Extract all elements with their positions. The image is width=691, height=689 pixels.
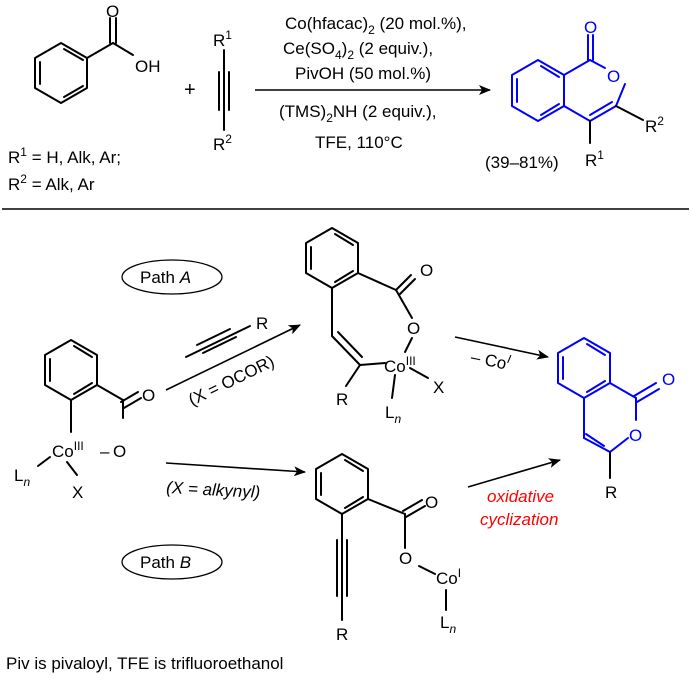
intermediate-b-ligand: Ln <box>440 613 456 636</box>
final-carbonyl-oxygen: O <box>662 370 675 389</box>
start-benzene-ring <box>44 339 98 401</box>
footnote-caption: Piv is pivaloyl, TFE is trifluoroethanol <box>6 654 284 673</box>
r1-definition: R1 = H, Alk, Ar; <box>8 145 121 167</box>
reaction-scheme: O OH + R1 R2 R1 = H, Alk, Ar; R2 = Alk, … <box>2 2 689 644</box>
oxidative-label: oxidative <box>487 487 554 506</box>
intermediate-a-benzene-ring <box>305 227 359 289</box>
path-a-label: Path A <box>140 268 191 287</box>
product-r1-label: R1 <box>585 148 604 170</box>
start-cobalt: CoIII <box>52 439 84 461</box>
condition-oxidant: Ce(SO4)2 (2 equiv.), <box>283 39 433 62</box>
condition-additive: PivOH (50 mol.%) <box>295 64 431 83</box>
product-ring-oxygen: O <box>607 67 620 86</box>
alkyne-r2-label: R2 <box>213 132 232 154</box>
plus-sign: + <box>184 79 196 101</box>
condition-solvent: TFE, 110°C <box>315 133 403 152</box>
intermediate-a-carbonyl-oxygen: O <box>420 261 433 280</box>
path-b-label: Path B <box>140 553 191 572</box>
product-r2-label: R2 <box>645 114 664 136</box>
condition-catalyst: Co(hfacac)2 (20 mol.%), <box>285 14 466 37</box>
intermediate-b-r: R <box>336 625 348 644</box>
mechanism-product-structure: O O R <box>557 337 675 502</box>
cyclization-label: cyclization <box>480 510 558 529</box>
r2-definition: R2 = Alk, Ar <box>8 172 95 194</box>
elimination-arrow <box>454 336 549 360</box>
acid-hydroxyl: OH <box>135 57 161 76</box>
start-co-o-bond: – <box>100 442 110 461</box>
intermediate-a-ring-oxygen: O <box>407 319 420 338</box>
cobalt-carboxylate-complex: O O CoIII – Ln X <box>14 339 155 502</box>
cobaltacycle-intermediate: O O CoIII R Ln X <box>305 227 444 426</box>
intermediate-a-r: R <box>336 390 348 409</box>
path-a-arrow <box>165 324 301 391</box>
benzoic-acid-structure: O OH <box>34 2 161 104</box>
start-x: X <box>72 483 83 502</box>
path-a-alkyne-reagent: R <box>185 314 268 358</box>
final-ring-oxygen: O <box>629 426 642 445</box>
start-ligand: Ln <box>14 466 30 489</box>
condition-base: (TMS)2NH (2 equiv.), <box>279 102 437 125</box>
start-carbonyl-oxygen: O <box>142 386 155 405</box>
alkyne-r1-label: R1 <box>213 28 232 50</box>
path-b-arrow <box>165 462 306 477</box>
intermediate-b-benzene-ring <box>315 453 369 515</box>
path-a-condition: (X = OCOR) <box>185 352 277 410</box>
intermediate-a-x: X <box>433 378 444 397</box>
intermediate-b-link-oxygen: O <box>399 549 412 568</box>
product-yield: (39–81%) <box>485 153 559 172</box>
intermediate-b-cobalt: CoI <box>436 566 461 588</box>
intermediate-a-cobalt: CoIII <box>384 354 416 376</box>
path-b-ellipse <box>121 544 223 580</box>
path-a-reagent-r: R <box>256 314 268 333</box>
path-b-condition: (X = alkynyl) <box>166 478 261 502</box>
intermediate-b-carbonyl-oxygen: O <box>425 493 438 512</box>
product-benzene-ring <box>511 59 565 122</box>
benzene-ring <box>34 42 88 104</box>
acid-carbonyl-oxygen: O <box>106 2 119 21</box>
start-link-oxygen: O <box>113 442 126 461</box>
path-a-ellipse <box>121 259 223 295</box>
alkyne-structure: R1 R2 <box>213 28 232 154</box>
final-r: R <box>605 483 617 502</box>
alkynyl-cobalt-intermediate: O O CoI Ln R <box>315 453 461 644</box>
oxidative-cyclization-arrow <box>467 458 561 488</box>
final-benzene-ring <box>557 337 611 399</box>
elimination-label: – CoI <box>469 344 513 374</box>
isocoumarin-product-structure: O O R2 R1 <box>511 18 664 170</box>
product-carbonyl-oxygen: O <box>584 18 597 37</box>
intermediate-a-ligand: Ln <box>385 403 401 426</box>
